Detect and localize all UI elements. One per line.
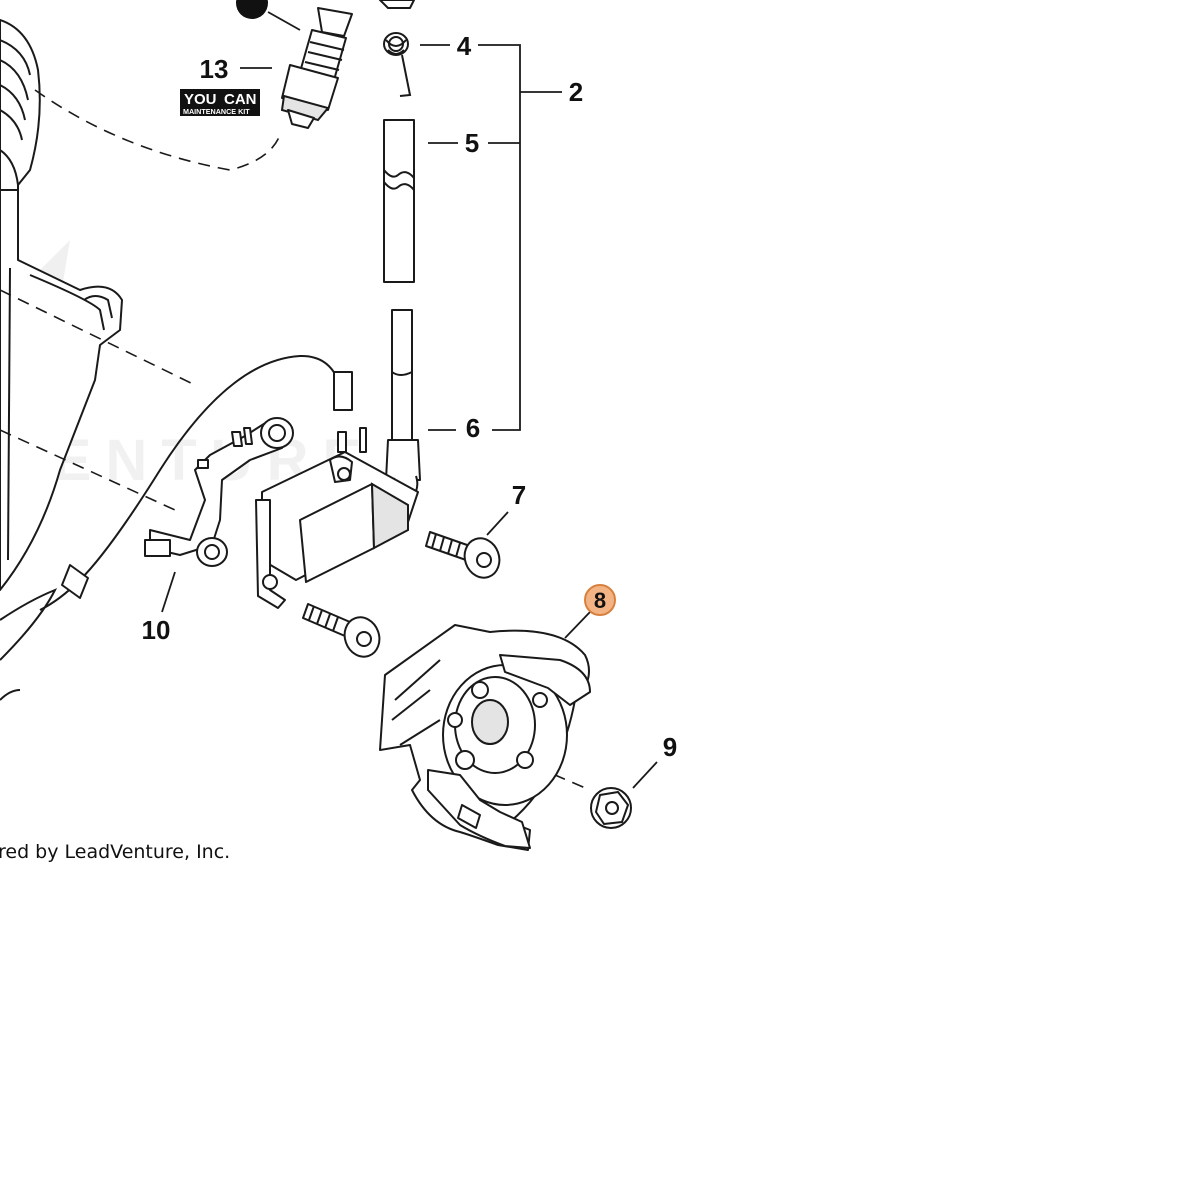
callout-4[interactable]: 4 [457,31,472,61]
ignition-module [255,427,419,609]
bracket-10 [144,417,294,567]
flywheel-assembly-8 [379,624,591,851]
credit-text: red by LeadVenture, Inc. [0,841,230,863]
callout-2[interactable]: 2 [569,77,583,107]
you-can-maintenance-kit-badge: YOU CAN MAINTENANCE KIT [180,89,260,116]
callout-9[interactable]: 9 [663,732,677,762]
kit-badge-you: YOU [184,91,217,108]
leader-lines [161,11,658,789]
callout-13[interactable]: 13 [200,54,229,84]
callout-1-label: 1 [245,0,259,18]
callout-7[interactable]: 7 [512,480,526,510]
ignition-boot-6 [385,309,421,500]
callout-10[interactable]: 10 [142,615,171,645]
callout-5[interactable]: 5 [465,128,479,158]
ground-wire [39,354,353,611]
ignition-wire-5 [383,119,415,283]
kit-badge-can: CAN [224,91,257,108]
spark-plug [280,7,353,129]
spring-part-4 [383,32,412,97]
flange-nut-9 [590,787,632,829]
clip-part [379,0,415,9]
callout-6[interactable]: 6 [466,413,480,443]
screw-lower [302,603,381,658]
callout-8-label: 8 [594,588,606,613]
kit-badge-maintenance: MAINTENANCE KIT [183,107,250,116]
callout-1[interactable]: 1 [236,0,268,19]
callout-8-highlight-circle [584,584,616,616]
callout-8-highlighted[interactable]: 8 [584,584,616,616]
screw-7 [425,531,501,579]
engine-housing [0,19,123,701]
